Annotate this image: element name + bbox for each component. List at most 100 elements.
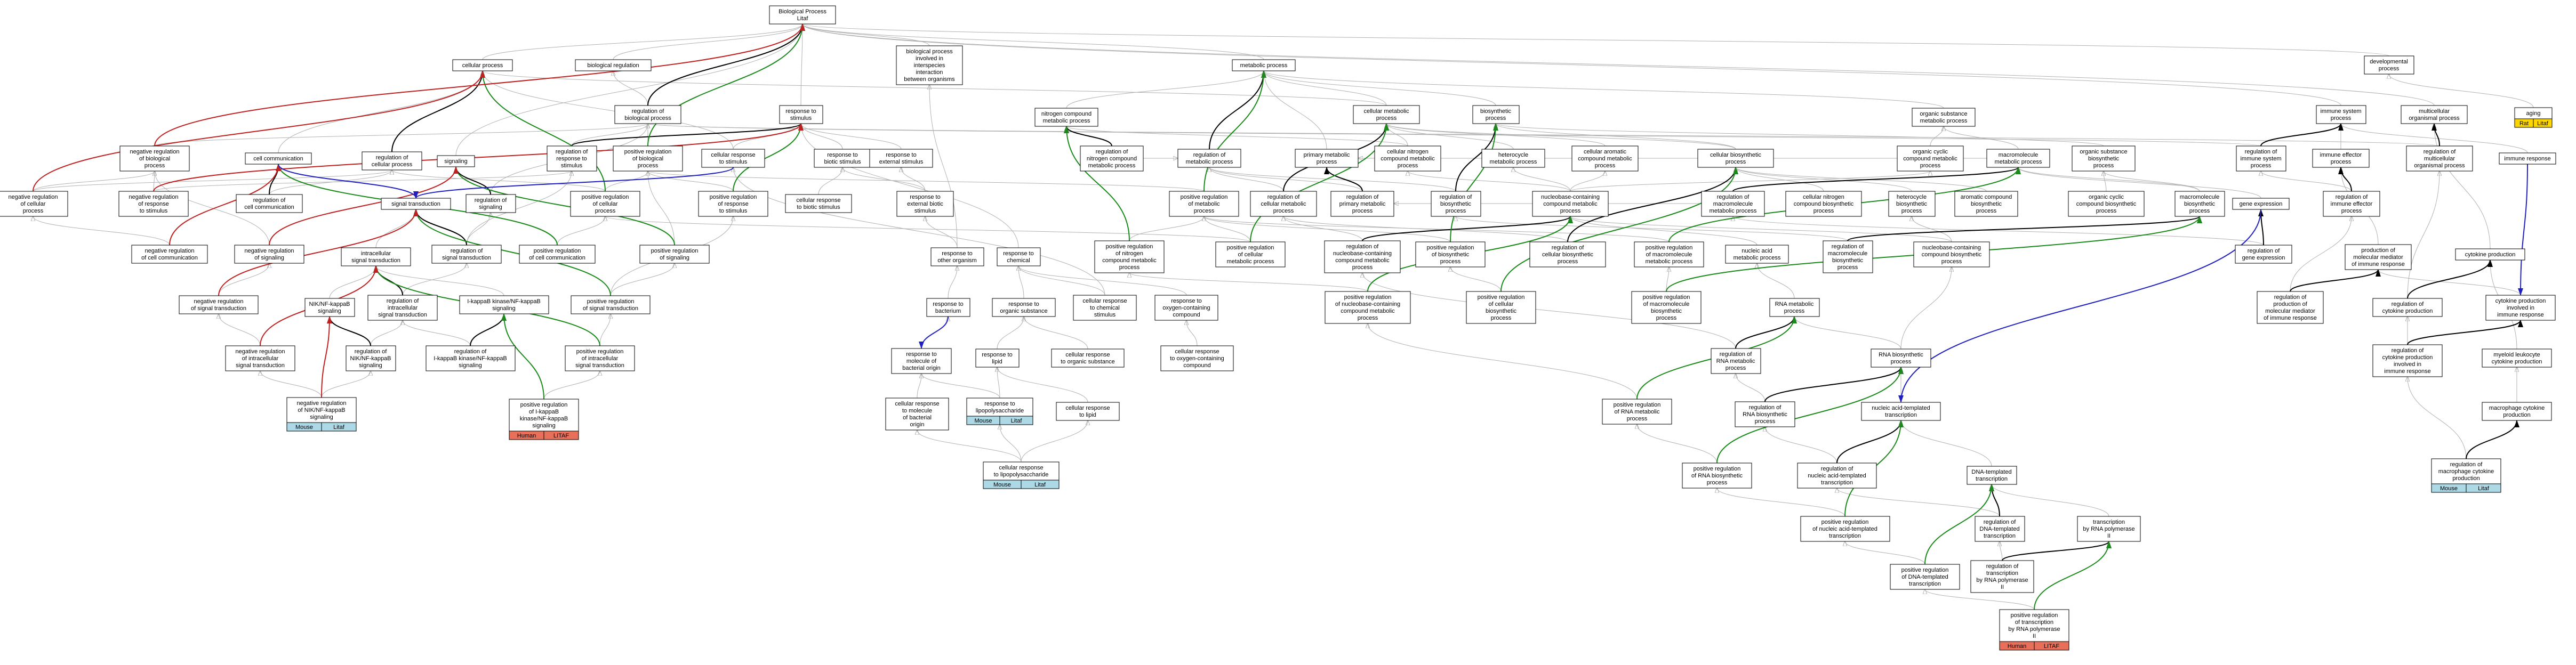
- go-term-node[interactable]: signal transduction: [381, 198, 451, 210]
- go-term-node[interactable]: metabolic process: [1232, 59, 1296, 71]
- go-term-node[interactable]: cytokine production: [2455, 248, 2525, 261]
- go-term-node[interactable]: signaling: [437, 155, 475, 167]
- go-term-node[interactable]: regulation ofI-kappaB kinase/NF-kappaBsi…: [426, 345, 516, 371]
- go-term-node[interactable]: regulation ofnucleobase-containingcompou…: [1324, 240, 1401, 273]
- go-term-node[interactable]: regulation ofmacromoleculebiosyntheticpr…: [1823, 240, 1873, 273]
- go-term-node[interactable]: gene expression: [2232, 198, 2290, 210]
- go-term-node[interactable]: immune response: [2499, 152, 2556, 165]
